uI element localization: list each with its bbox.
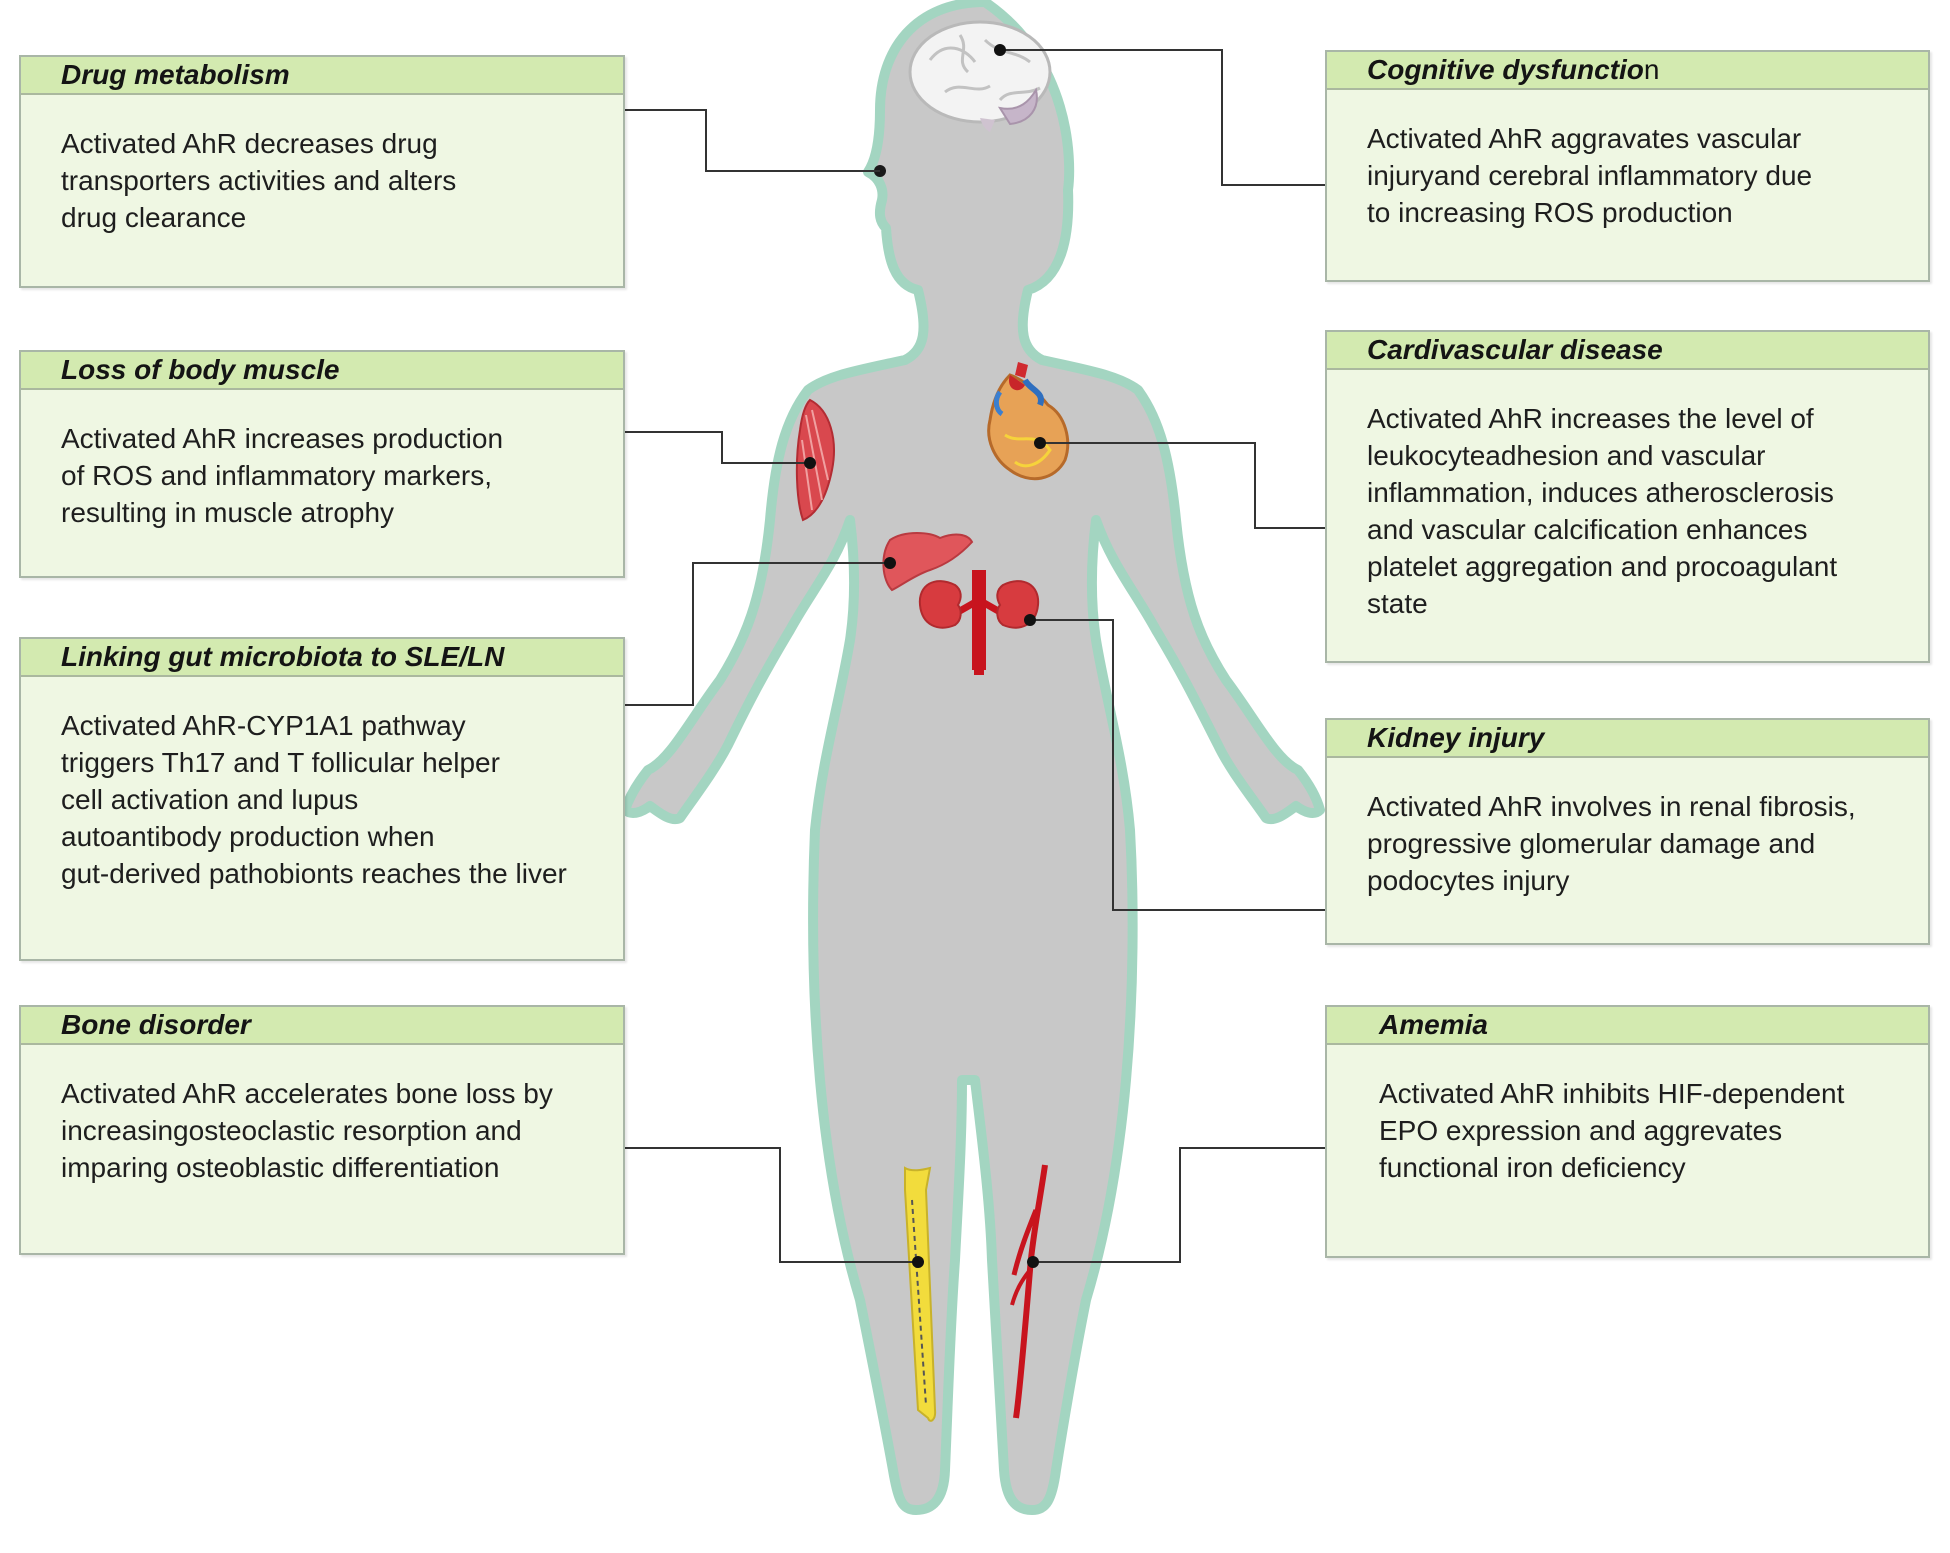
box-bone-disorder: Bone disorder Activated AhR accelerates … [19,1005,625,1255]
box-header: Linking gut microbiota to SLE/LN [21,639,623,677]
box-header: Amemia [1327,1007,1928,1045]
connector-kidney [1030,619,1325,911]
box-text: Activated AhR increases the level of leu… [1367,403,1838,619]
box-title: Cardivascular disease [1367,334,1663,365]
box-title: Cognitive dysfunction [1367,54,1660,85]
box-loss-of-body-muscle: Loss of body muscle Activated AhR increa… [19,350,625,578]
box-header: Drug metabolism [21,57,623,95]
connector-anemia [1033,1147,1325,1263]
connector-cardio [1040,442,1325,529]
box-cardiovascular-disease: Cardivascular disease Activated AhR incr… [1325,330,1930,663]
box-cognitive-dysfunction: Cognitive dysfunction Activated AhR aggr… [1325,50,1930,282]
box-title: Kidney injury [1367,722,1545,753]
heart-icon [987,362,1070,481]
box-header: Cardivascular disease [1327,332,1928,370]
box-kidney-injury: Kidney injury Activated AhR involves in … [1325,718,1930,945]
connector-drug [625,109,880,172]
box-text: Activated AhR inhibits HIF-dependent EPO… [1379,1078,1845,1183]
box-title: Drug metabolism [61,59,290,90]
box-drug-metabolism: Drug metabolism Activated AhR decreases … [19,55,625,288]
muscle-icon [795,398,835,522]
box-title: Amemia [1379,1009,1488,1040]
box-text: Activated AhR decreases drug transporter… [61,128,457,233]
liver-icon [882,532,974,592]
box-header: Kidney injury [1327,720,1928,758]
connector-bone [625,1147,918,1263]
connector-cognitive [1000,49,1325,186]
box-linking-gut-microbiota: Linking gut microbiota to SLE/LN Activat… [19,637,625,961]
box-title: Linking gut microbiota to SLE/LN [61,641,505,672]
box-title: Bone disorder [61,1009,251,1040]
bone-icon [904,1166,937,1422]
connector-dots [804,44,1046,1268]
box-header: Bone disorder [21,1007,623,1045]
connector-gut [625,562,890,706]
blood-vessel-icon [1010,1164,1048,1419]
connector-muscle [625,431,810,464]
box-title: Loss of body muscle [61,354,340,385]
box-anemia: Amemia Activated AhR inhibits HIF-depend… [1325,1005,1930,1258]
box-header: Loss of body muscle [21,352,623,390]
body-silhouette [620,0,1325,1515]
box-text: Activated AhR-CYP1A1 pathway triggers Th… [61,710,567,889]
box-text: Activated AhR accelerates bone loss by i… [61,1078,553,1183]
box-text: Activated AhR involves in renal fibrosis… [1367,791,1856,896]
box-header: Cognitive dysfunction [1327,52,1928,90]
connector-lines [625,49,1325,1263]
brain-icon [908,20,1052,132]
box-text: Activated AhR aggravates vascular injury… [1367,123,1813,228]
box-text: Activated AhR increases production of RO… [61,423,504,528]
